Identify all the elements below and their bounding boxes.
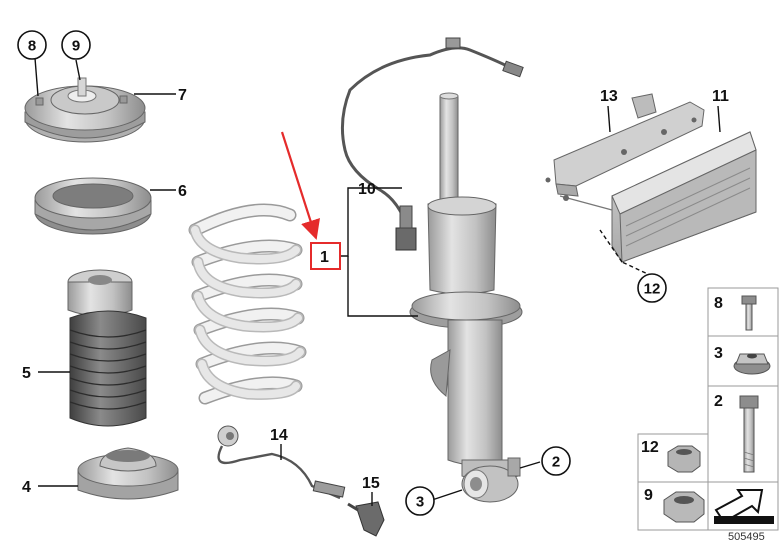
callout-2[interactable]: 2 [541,446,571,476]
strut-top-mount [24,77,146,143]
bearing-ring [34,177,152,235]
control-unit [559,131,757,263]
sensor-cable [340,37,524,251]
callout-8[interactable]: 8 [17,30,47,60]
callout-7[interactable]: 7 [178,87,187,104]
svg-text:9: 9 [644,487,653,504]
red-arrow-icon [280,131,320,240]
svg-text:2: 2 [552,454,560,471]
diagram-id: 505495 [728,531,765,543]
callout-13[interactable]: 13 [600,88,618,105]
svg-text:1: 1 [320,249,329,266]
coil-spring [188,203,307,405]
spring-seat [77,447,179,500]
leader-lines [34,57,721,506]
legend-cell-8[interactable]: 8 [714,295,757,331]
arrow-badge-icon [710,484,776,528]
svg-text:3: 3 [416,494,424,511]
legend-cell-3[interactable]: 3 [714,345,771,375]
svg-text:12: 12 [641,439,659,456]
dust-boot [67,269,147,427]
callout-11[interactable]: 11 [712,88,729,105]
legend-cell-12[interactable]: 12 [641,439,701,473]
svg-text:9: 9 [72,38,80,55]
callout-6[interactable]: 6 [178,183,187,200]
callout-1-highlight[interactable]: 1 [310,242,341,270]
callout-3[interactable]: 3 [405,486,435,516]
legend-cell-2[interactable]: 2 [714,393,759,473]
shock-absorber [409,92,523,503]
callout-15[interactable]: 15 [362,475,380,492]
callout-12[interactable]: 12 [637,273,667,303]
callout-5[interactable]: 5 [22,365,31,382]
callout-4[interactable]: 4 [22,479,31,496]
height-sensor [217,425,385,537]
callout-14[interactable]: 14 [270,427,288,444]
legend-cell-9[interactable]: 9 [644,487,705,523]
svg-text:2: 2 [714,393,723,410]
svg-text:12: 12 [644,281,661,298]
callout-10[interactable]: 10 [358,181,376,198]
callout-9[interactable]: 9 [61,30,91,60]
svg-text:8: 8 [714,295,723,312]
bracket [545,93,705,197]
svg-text:3: 3 [714,345,723,362]
svg-text:8: 8 [28,38,36,55]
